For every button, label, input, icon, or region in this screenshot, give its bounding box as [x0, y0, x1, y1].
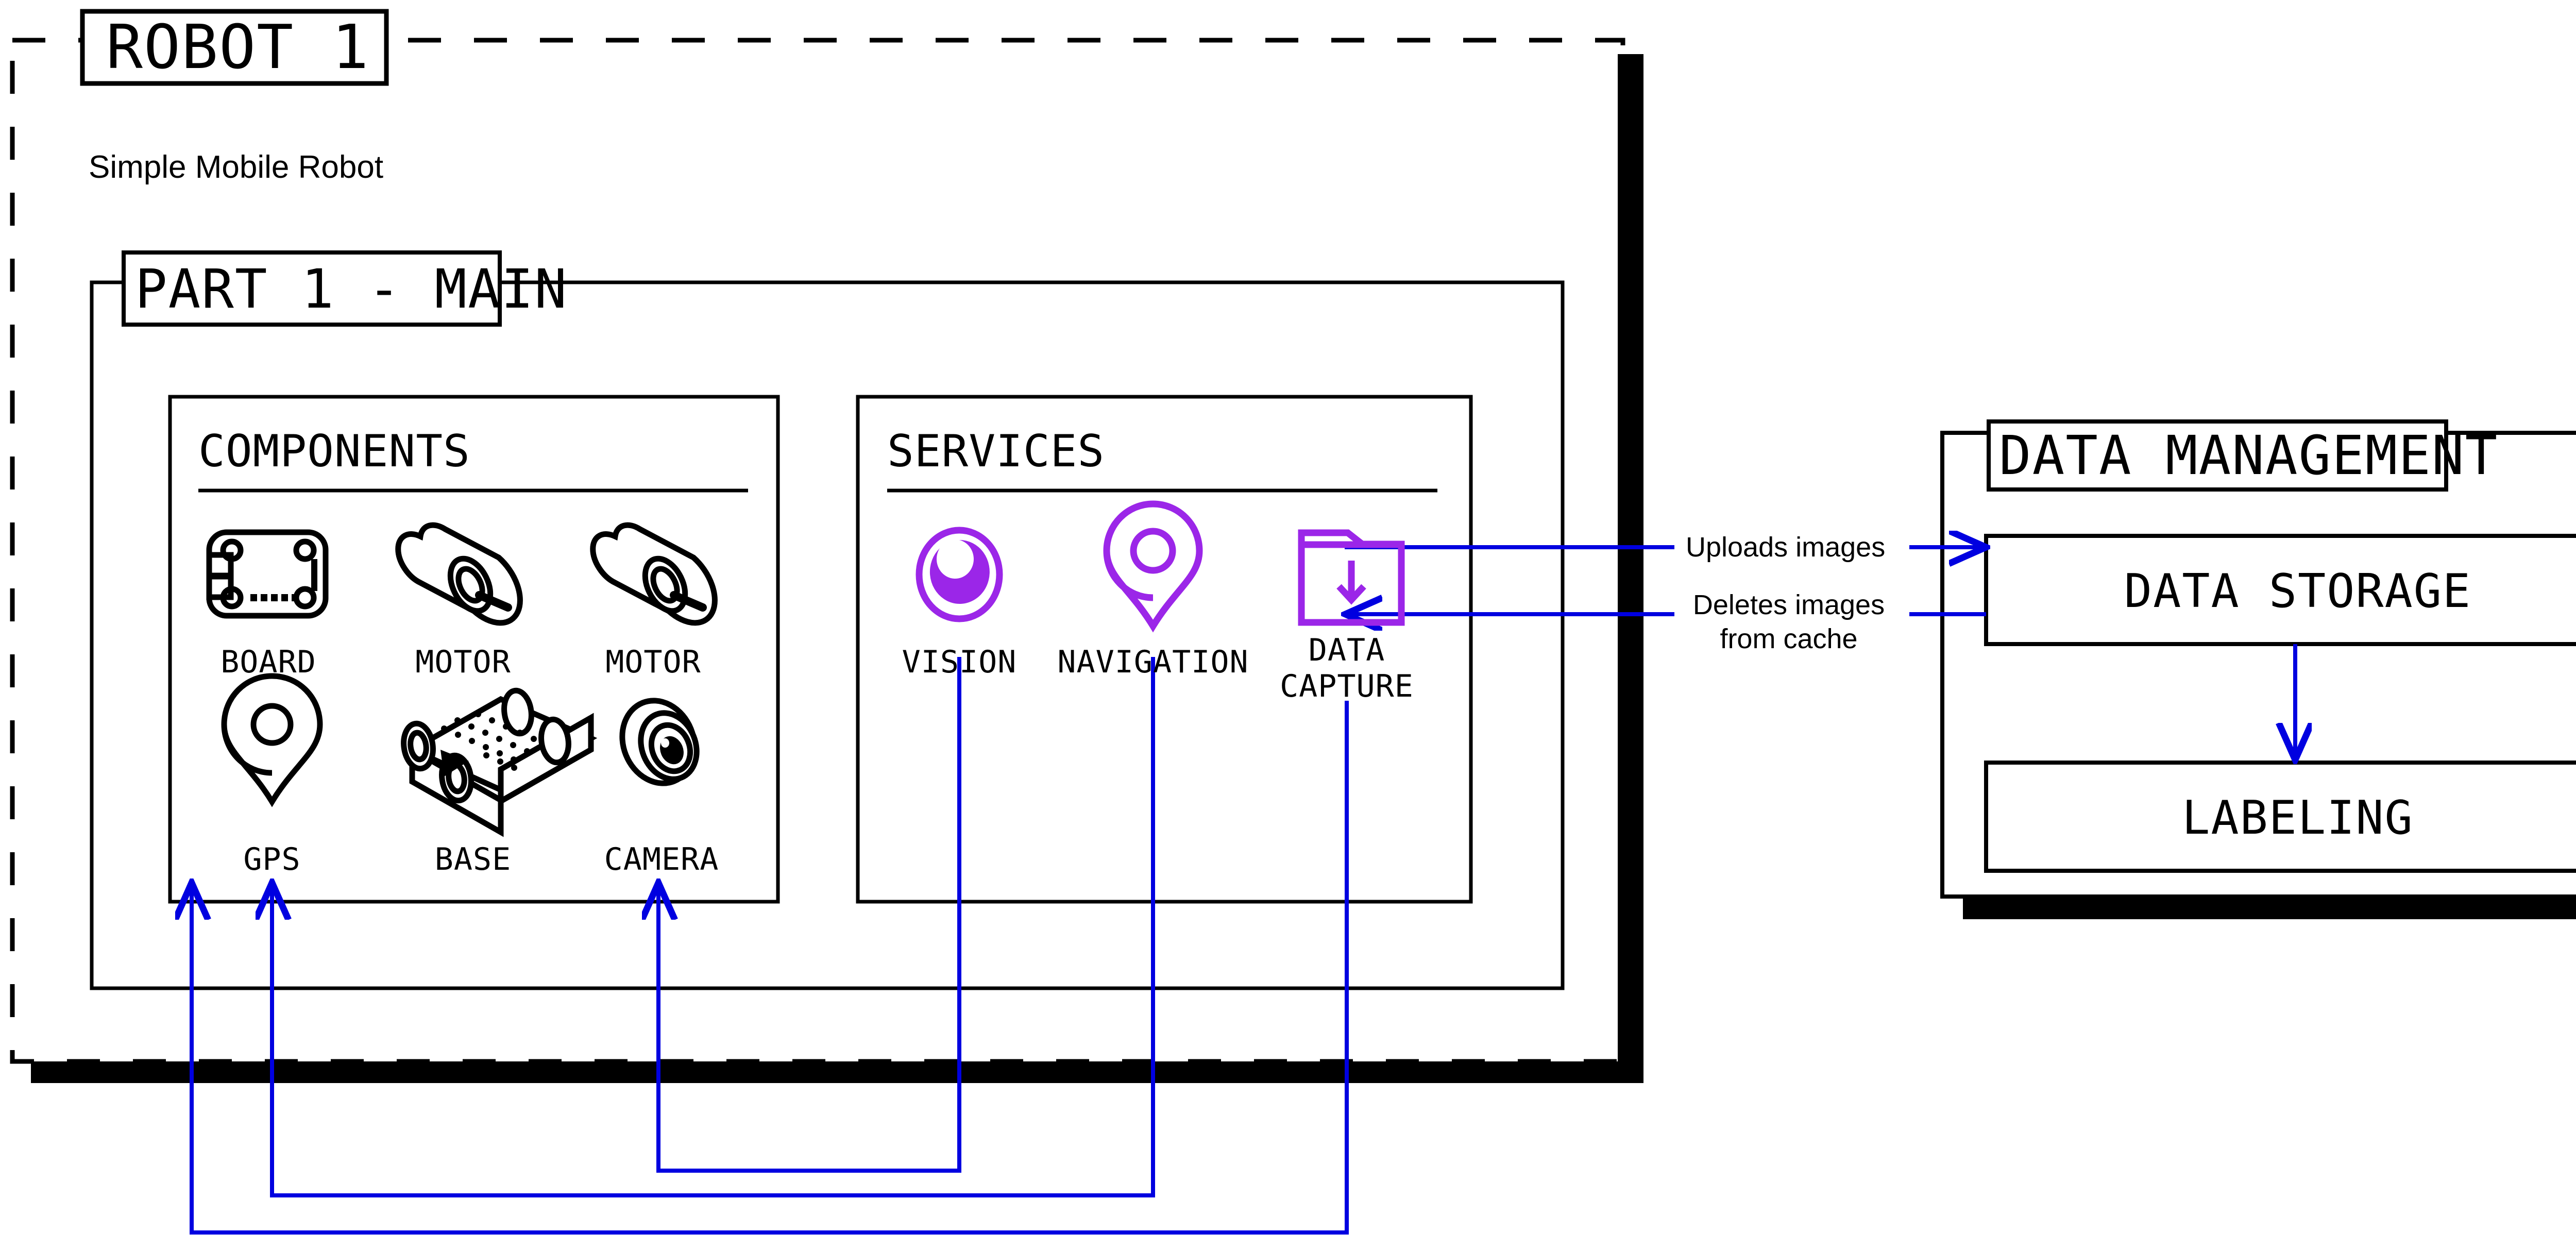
data-management-title: DATA MANAGEMENT	[1999, 424, 2498, 487]
robot-title: ROBOT 1	[106, 11, 369, 82]
circuit-board-icon-fills	[250, 559, 317, 601]
data-management-shadow	[1963, 897, 2576, 919]
robot-shadow	[31, 54, 1643, 1083]
edge-datacapture-to-base	[192, 701, 1349, 1235]
robot-frame	[10, 38, 1625, 1064]
eye-icon	[916, 527, 1003, 622]
camera-glint-icon	[661, 738, 669, 748]
folder-download-icon	[1298, 529, 1405, 626]
circuit-board-icon	[206, 529, 329, 619]
edge-label-uploads: Uploads images	[1686, 532, 1885, 563]
edge-vision-to-camera	[658, 657, 961, 1173]
services-heading: SERVICES	[887, 426, 1105, 477]
labeling-box[interactable]	[1984, 761, 2576, 873]
data-storage-label: DATA STORAGE	[2124, 564, 2471, 618]
robot-title-box	[80, 9, 389, 86]
components-heading: COMPONENTS	[198, 426, 470, 477]
service-label-navigation: NAVIGATION	[1057, 644, 1248, 680]
data-management-title-box	[1987, 419, 2448, 492]
component-label-motor1: MOTOR	[415, 644, 511, 680]
map-pin-icon	[1103, 500, 1203, 633]
part-title-box	[122, 250, 502, 327]
part-title: PART 1 - MAIN	[135, 258, 568, 320]
component-label-board: BOARD	[221, 644, 316, 680]
robot-description: Simple Mobile Robot	[89, 149, 383, 185]
edge-label-deletes-line2: from cache	[1720, 623, 1857, 654]
components-card	[168, 395, 780, 904]
map-pin-icon	[221, 673, 323, 807]
component-label-camera: CAMERA	[604, 841, 719, 877]
component-label-gps: GPS	[243, 841, 300, 877]
edge-label-deletes-line1: Deletes images	[1693, 589, 1885, 620]
motor-icon	[590, 522, 718, 626]
service-label-vision: VISION	[902, 644, 1017, 680]
component-label-base: BASE	[435, 841, 512, 877]
motor-icon	[395, 522, 523, 626]
data-storage-box[interactable]	[1984, 534, 2576, 646]
edge-navigation-to-gps	[272, 657, 1155, 1197]
service-label-datacapture-line1: DATA	[1309, 632, 1385, 668]
rover-base-icon	[401, 687, 598, 837]
labeling-label: LABELING	[2182, 791, 2413, 845]
component-label-motor2: MOTOR	[605, 644, 701, 680]
service-label-datacapture-line2: CAPTURE	[1280, 668, 1414, 704]
